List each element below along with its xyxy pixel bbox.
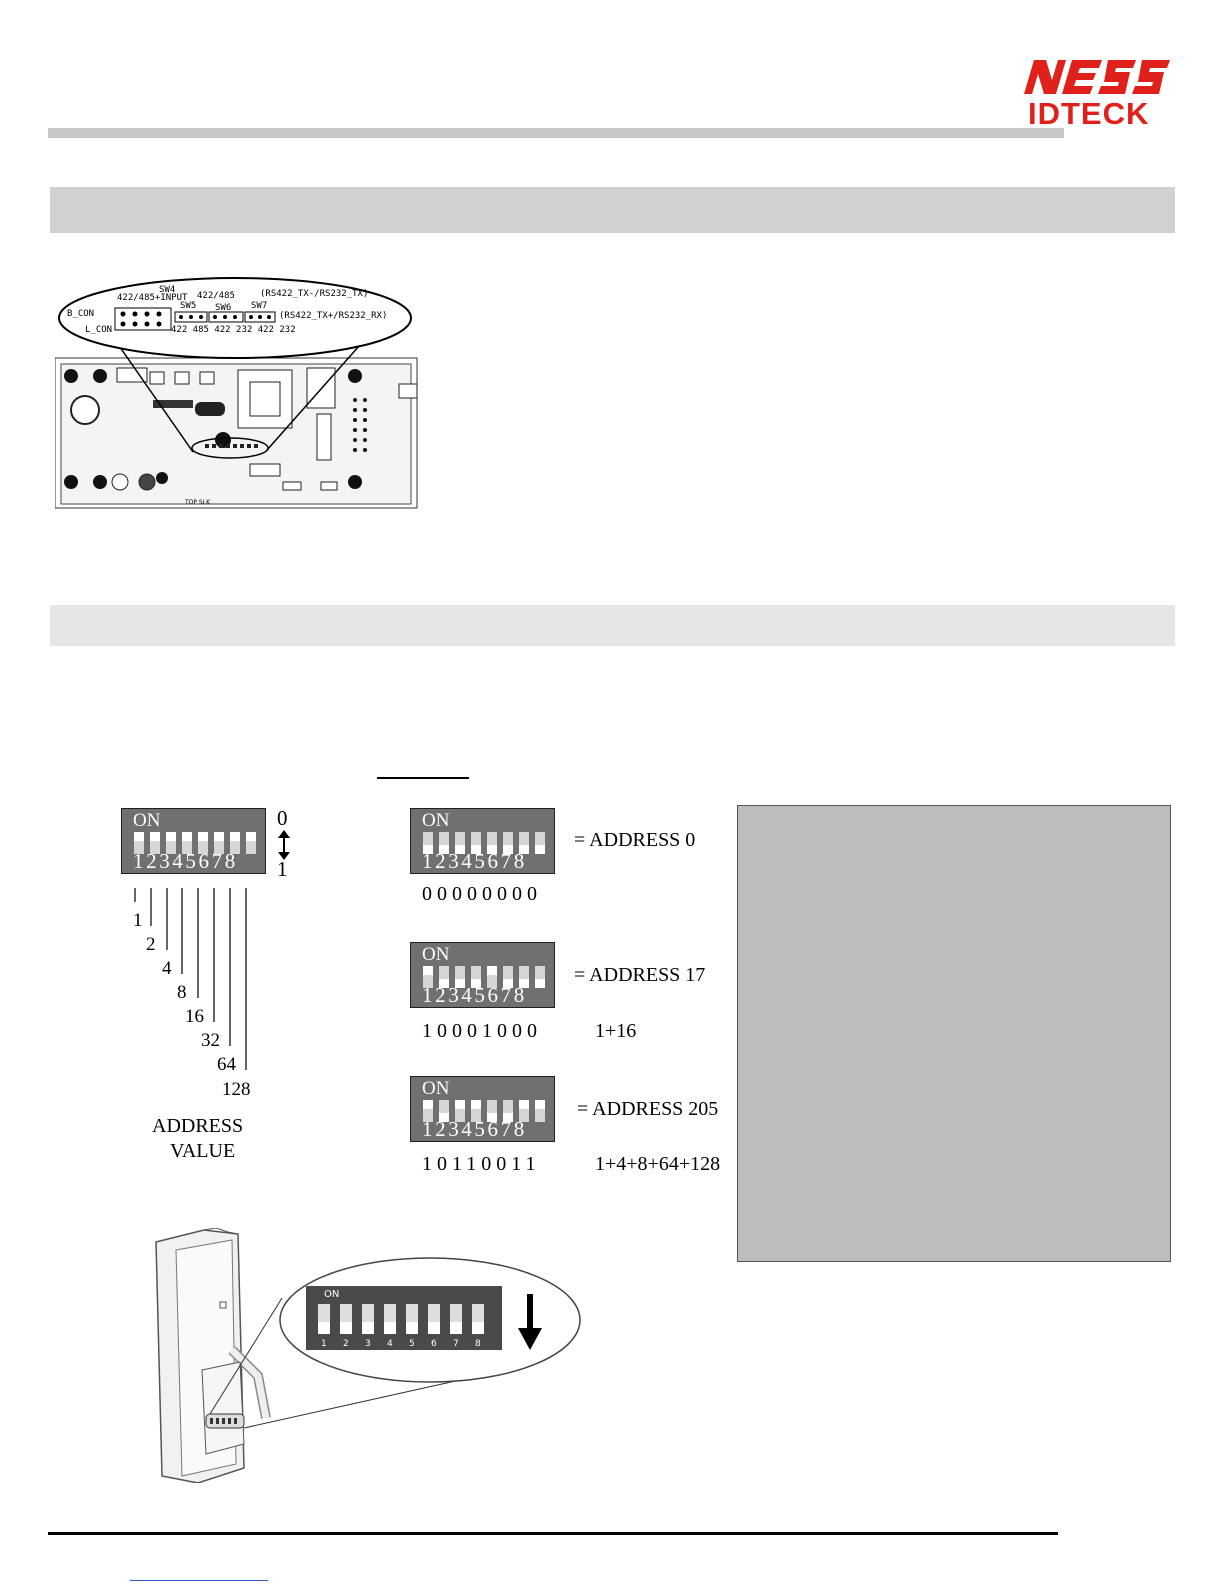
example-2-sum: 1+4+8+64+128 bbox=[595, 1153, 721, 1175]
ness-logo-mark bbox=[1024, 60, 1170, 94]
weight-4: 4 bbox=[162, 958, 172, 979]
sw6-label: SW6 bbox=[215, 303, 231, 313]
note-panel bbox=[737, 805, 1171, 1262]
tx-label: (RS422_TX-/RS232_TX) bbox=[260, 289, 368, 299]
weight-128: 128 bbox=[222, 1079, 251, 1100]
dip-example-address-0: ON 12345678 bbox=[410, 808, 555, 874]
logo-idteck-text: IDTECK bbox=[1028, 96, 1150, 131]
sw4-sub-label: 422/485+INPUT bbox=[117, 293, 188, 303]
reader-switch-4: 4 bbox=[387, 1339, 393, 1349]
reader-switch-6: 6 bbox=[431, 1339, 437, 1349]
dip-on-label: ON bbox=[133, 810, 161, 831]
ness-idteck-logo: IDTECK bbox=[1022, 58, 1172, 130]
reader-switch-2: 2 bbox=[343, 1339, 349, 1349]
pin-labels: 422 485 422 232 422 232 bbox=[171, 325, 296, 335]
reader-switch-1: 1 bbox=[321, 1339, 327, 1349]
footer-link-underline bbox=[130, 1580, 268, 1581]
rx-label: (RS422_TX+/RS232_RX) bbox=[279, 311, 387, 321]
dip-on-label: ON bbox=[422, 810, 450, 831]
example-1-sum: 1+16 bbox=[595, 1020, 637, 1042]
dip-on-label: ON bbox=[422, 1078, 450, 1099]
dip-example-address-17: ON 12345678 bbox=[410, 942, 555, 1008]
example-1-bits: 10001000 bbox=[422, 1020, 542, 1042]
section-header-bar-2 bbox=[50, 605, 1175, 646]
weight-16: 16 bbox=[185, 1006, 204, 1027]
weight-1: 1 bbox=[133, 910, 143, 931]
address-weight-lines bbox=[134, 888, 247, 1070]
weight-2: 2 bbox=[146, 934, 156, 955]
header-rule bbox=[48, 128, 1064, 138]
dip-example-address-205: ON 12345678 bbox=[410, 1076, 555, 1142]
footer-rule bbox=[48, 1532, 1058, 1535]
section-header-bar-1 bbox=[50, 187, 1175, 233]
reader-switch-7: 7 bbox=[453, 1339, 459, 1349]
example-1-address: = ADDRESS 17 bbox=[574, 964, 706, 986]
sw4-label: SW4 bbox=[159, 285, 175, 295]
address-caption-line2: VALUE bbox=[170, 1140, 236, 1162]
reader-switch-8: 8 bbox=[475, 1339, 481, 1349]
reader-dip-diagram: ON 1 2 3 4 5 6 7 8 bbox=[155, 1228, 581, 1483]
example-0-bits: 00000000 bbox=[422, 883, 542, 905]
example-0-address: = ADDRESS 0 bbox=[574, 829, 696, 851]
dip-switch-numbers: 12345678 bbox=[422, 983, 527, 1007]
sw5-label: SW5 bbox=[180, 301, 196, 311]
state-on-label: 1 bbox=[277, 857, 288, 881]
pcb-diagram: SW4 422/485+INPUT 422/485 SW5 SW6 SW7 (R… bbox=[55, 277, 418, 509]
dip-switch-numbers: 12345678 bbox=[133, 849, 238, 873]
sw5-group-label: 422/485 bbox=[197, 291, 235, 301]
reader-switch-5: 5 bbox=[409, 1339, 415, 1349]
dip-switch-legend: ON 12345678 bbox=[121, 808, 266, 874]
dip-on-label: ON bbox=[422, 944, 450, 965]
reader-switch-3: 3 bbox=[365, 1339, 371, 1349]
l-con-label: L_CON bbox=[85, 325, 112, 335]
example-2-bits: 10110011 bbox=[422, 1153, 541, 1175]
reader-dip-on-label: ON bbox=[324, 1289, 339, 1300]
dip-switch-numbers: 12345678 bbox=[422, 849, 527, 873]
underline-mark bbox=[377, 777, 469, 779]
board-label: TOP SLK bbox=[184, 499, 211, 506]
sw7-label: SW7 bbox=[251, 301, 267, 311]
weight-8: 8 bbox=[177, 982, 187, 1003]
state-off-label: 0 bbox=[277, 806, 288, 830]
weight-32: 32 bbox=[201, 1030, 220, 1051]
down-arrow-icon bbox=[518, 1294, 542, 1350]
weight-64: 64 bbox=[217, 1054, 236, 1075]
b-con-label: B_CON bbox=[67, 309, 94, 319]
up-down-arrow-icon bbox=[278, 830, 290, 860]
dip-switch-numbers: 12345678 bbox=[422, 1117, 527, 1141]
address-caption-line1: ADDRESS bbox=[152, 1115, 244, 1137]
example-2-address: = ADDRESS 205 bbox=[577, 1098, 719, 1120]
